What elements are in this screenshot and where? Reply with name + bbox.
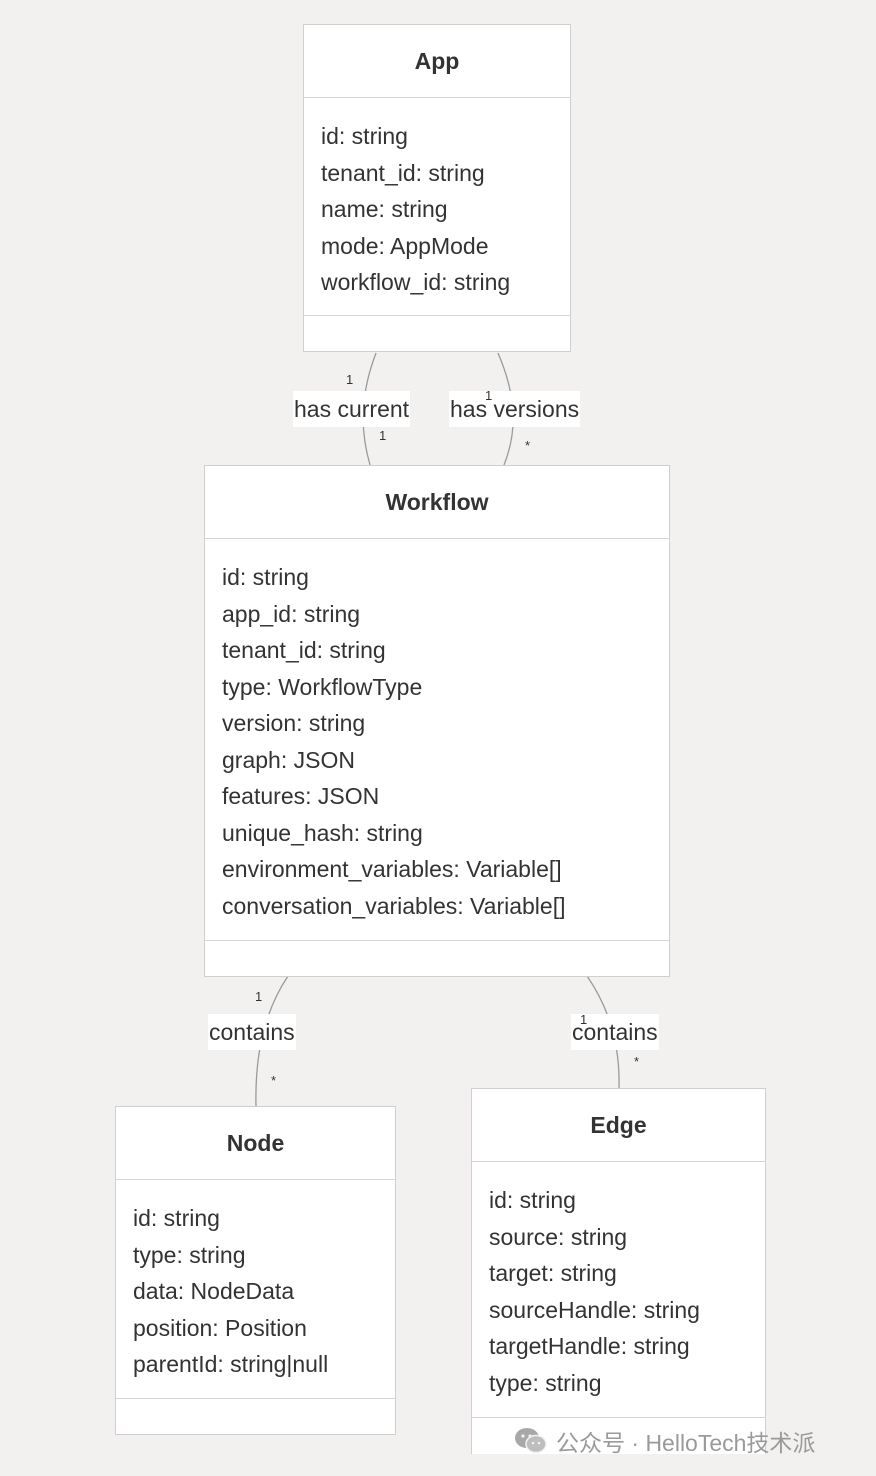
relation-label-has-current: has current xyxy=(293,391,411,427)
attribute: mode: AppMode xyxy=(321,232,489,259)
cardinality: 1 xyxy=(580,1012,588,1027)
watermark-text: 公众号 · HelloTech技术派 xyxy=(556,1430,816,1456)
attribute: version: string xyxy=(222,710,366,736)
class-edge-attributes: id: string source: string target: string… xyxy=(472,1162,765,1418)
attribute: target: string xyxy=(489,1260,617,1286)
attribute: position: Position xyxy=(133,1314,307,1341)
attribute: graph: JSON xyxy=(222,746,355,773)
attribute: workflow_id: string xyxy=(321,269,511,295)
attribute: app_id: string xyxy=(222,600,361,627)
wechat-icon xyxy=(515,1428,547,1454)
watermark: 公众号 · HelloTech技术派 xyxy=(514,1424,815,1458)
attribute: type: string xyxy=(489,1369,602,1396)
attribute: id: string xyxy=(222,564,309,590)
attribute: id: string xyxy=(321,123,408,149)
relation-label-has-versions: has versions xyxy=(449,391,581,427)
class-workflow[interactable]: Workflow id: string app_id: string tenan… xyxy=(204,465,670,977)
class-node-attributes: id: string type: string data: NodeData p… xyxy=(116,1180,395,1399)
attribute: sourceHandle: string xyxy=(489,1296,700,1323)
class-workflow-name: Workflow xyxy=(205,466,669,539)
attribute: source: string xyxy=(489,1223,628,1250)
class-edge-name: Edge xyxy=(472,1089,765,1162)
class-app[interactable]: App id: string tenant_id: string name: s… xyxy=(303,24,571,352)
attribute: type: string xyxy=(133,1241,246,1268)
class-workflow-attributes: id: string app_id: string tenant_id: str… xyxy=(205,539,669,941)
attribute: environment_variables: Variable[] xyxy=(222,856,562,882)
attribute: id: string xyxy=(133,1205,220,1231)
class-app-methods xyxy=(304,316,570,351)
class-node-methods xyxy=(116,1399,395,1434)
cardinality: 1 xyxy=(485,388,493,403)
attribute: parentId: string|null xyxy=(133,1351,329,1377)
class-workflow-methods xyxy=(205,941,669,976)
cardinality: * xyxy=(525,438,531,453)
cardinality: * xyxy=(271,1073,277,1088)
cardinality: * xyxy=(634,1054,640,1069)
attribute: features: JSON xyxy=(222,783,380,809)
attribute: tenant_id: string xyxy=(222,637,386,663)
cardinality: 1 xyxy=(255,989,263,1004)
class-app-attributes: id: string tenant_id: string name: strin… xyxy=(304,98,570,316)
class-app-name: App xyxy=(304,25,570,98)
class-node[interactable]: Node id: string type: string data: NodeD… xyxy=(115,1106,396,1435)
cardinality: 1 xyxy=(379,428,387,443)
class-node-name: Node xyxy=(116,1107,395,1180)
attribute: name: string xyxy=(321,196,448,222)
attribute: unique_hash: string xyxy=(222,819,423,846)
attribute: data: NodeData xyxy=(133,1278,295,1304)
attribute: type: WorkflowType xyxy=(222,673,423,700)
class-edge[interactable]: Edge id: string source: string target: s… xyxy=(471,1088,766,1454)
attribute: id: string xyxy=(489,1187,576,1213)
attribute: tenant_id: string xyxy=(321,159,485,186)
attribute: targetHandle: string xyxy=(489,1333,690,1359)
relation-label-contains-edge: contains xyxy=(571,1014,659,1050)
attribute: conversation_variables: Variable[] xyxy=(222,892,566,919)
relation-label-contains-node: contains xyxy=(208,1014,296,1050)
cardinality: 1 xyxy=(346,372,354,387)
